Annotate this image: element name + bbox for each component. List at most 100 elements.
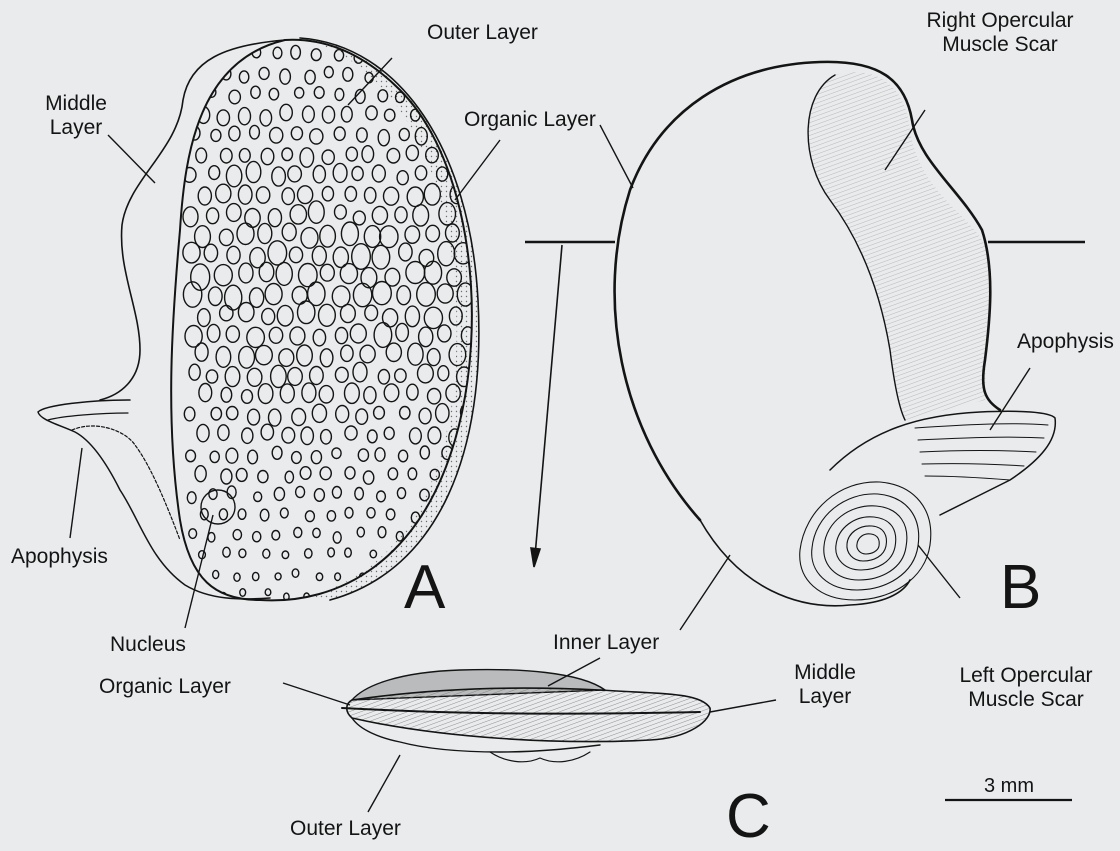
pore	[313, 528, 320, 537]
pore	[226, 326, 239, 342]
pore	[442, 528, 449, 538]
pore	[184, 407, 195, 421]
pore	[408, 343, 423, 365]
pore	[217, 110, 229, 126]
pore	[419, 408, 431, 424]
pore	[198, 187, 211, 205]
panel-b-apophysis	[830, 411, 1055, 515]
pore	[418, 364, 434, 383]
pore	[372, 206, 387, 224]
pore	[183, 242, 200, 263]
pore	[374, 323, 392, 348]
panel-b-left-scar	[800, 482, 931, 600]
pore	[353, 362, 367, 382]
pore	[424, 184, 440, 206]
pore	[386, 343, 401, 361]
pore	[239, 71, 248, 83]
pore	[188, 51, 196, 61]
panel-letter-a: A	[404, 557, 445, 619]
pore	[362, 146, 374, 163]
pore	[350, 324, 366, 343]
pore	[229, 90, 240, 104]
pore	[211, 129, 221, 141]
pore	[322, 150, 334, 164]
pore	[269, 88, 278, 100]
pore	[207, 208, 219, 224]
pore	[399, 450, 408, 462]
pore	[282, 188, 294, 205]
pore	[332, 487, 341, 499]
pore	[221, 469, 232, 484]
pore	[261, 424, 273, 440]
pore	[247, 327, 265, 347]
label-c-middle-layer: Middle Layer	[775, 661, 875, 709]
pore	[258, 471, 268, 483]
pore	[305, 511, 314, 522]
panel-a-middle-outline	[100, 40, 285, 400]
pore	[300, 467, 311, 480]
pore	[353, 211, 365, 225]
pore	[221, 387, 232, 402]
pore	[204, 244, 217, 262]
label-a-middle-layer: Middle Layer	[26, 92, 126, 140]
pore	[253, 532, 261, 542]
pore	[419, 327, 433, 347]
pore	[407, 71, 417, 84]
pore	[386, 509, 395, 520]
pore	[341, 345, 353, 361]
pore	[365, 305, 378, 320]
panel-c-middle-layer	[347, 688, 710, 742]
pore	[300, 148, 314, 167]
pore	[305, 549, 312, 558]
pore	[335, 89, 344, 101]
pore	[290, 327, 305, 345]
pore	[227, 246, 240, 264]
pore	[436, 404, 449, 423]
label-b-right-scar: Right Opercular Muscle Scar	[900, 9, 1100, 57]
pore	[320, 225, 336, 247]
pore	[439, 87, 449, 102]
pore	[216, 184, 231, 203]
pore	[321, 430, 332, 444]
pore	[271, 365, 287, 387]
pore	[310, 367, 324, 385]
label-c-outer-layer: Outer Layer	[290, 817, 401, 841]
pore	[345, 467, 355, 479]
pore	[428, 427, 441, 444]
pore	[428, 389, 441, 404]
pore	[246, 161, 261, 182]
pore	[363, 471, 373, 484]
pore	[424, 307, 442, 328]
label-a-organic-layer: Organic Layer	[464, 108, 596, 132]
pore	[314, 489, 324, 502]
pore	[395, 207, 407, 223]
pore	[438, 366, 449, 381]
pore	[340, 264, 357, 284]
pore	[460, 487, 470, 501]
pore	[375, 448, 385, 461]
pore	[313, 329, 325, 346]
pore	[272, 167, 286, 186]
pore	[417, 88, 426, 100]
pore	[263, 549, 270, 558]
pore	[233, 530, 241, 540]
pore	[210, 451, 219, 462]
pore	[229, 126, 240, 141]
pore	[346, 147, 357, 161]
pore	[449, 149, 461, 164]
pore	[260, 509, 269, 521]
pore	[269, 409, 281, 426]
pore	[384, 427, 394, 439]
pore	[227, 204, 242, 222]
pore	[214, 265, 232, 286]
pore	[211, 407, 221, 420]
pore	[311, 451, 321, 464]
pore	[268, 241, 287, 265]
pore	[239, 149, 250, 163]
pore	[424, 261, 441, 284]
pore	[320, 349, 333, 367]
pore	[372, 165, 385, 182]
pore	[408, 468, 417, 480]
pore	[256, 345, 273, 364]
pore	[324, 67, 333, 78]
